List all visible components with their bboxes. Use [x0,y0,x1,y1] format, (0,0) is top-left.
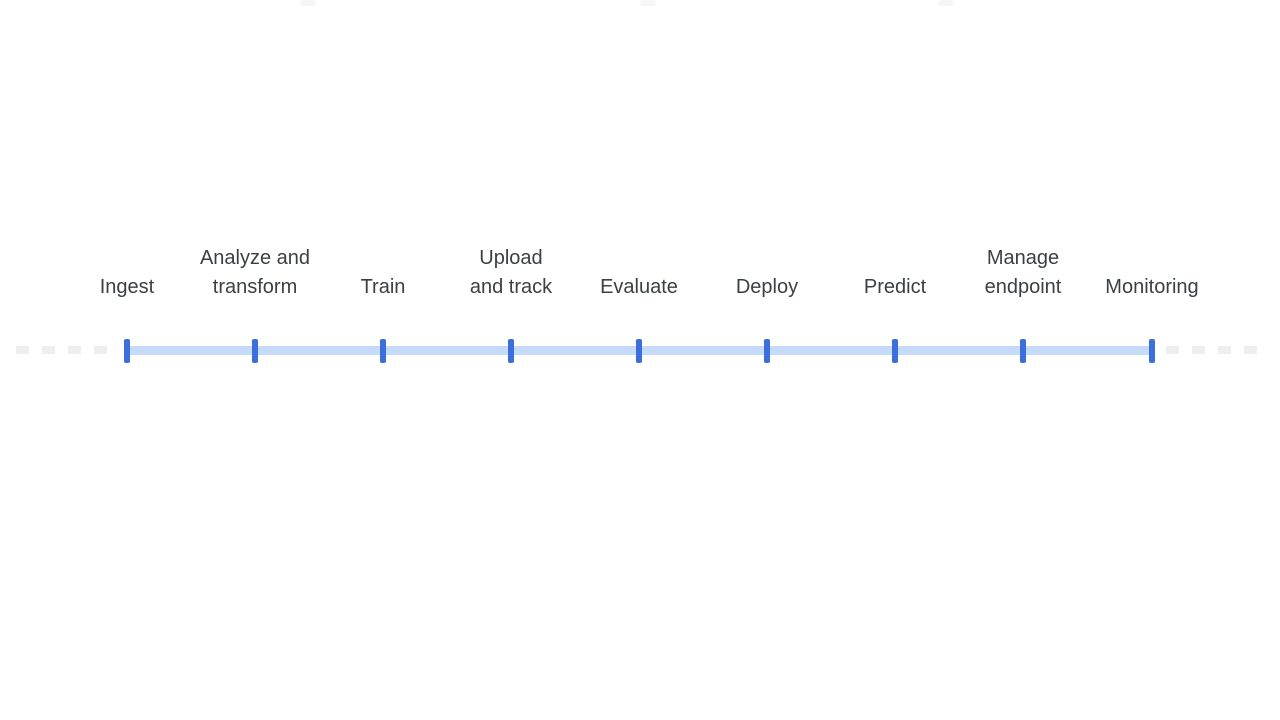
stage-deploy: Deploy [697,240,837,370]
stage-analyze-and-transform: Analyze and transform [185,240,325,370]
stage-tick-marker [636,339,642,363]
stage-manage-endpoint: Manage endpoint [953,240,1093,370]
timeline-track-fade-right [1166,346,1264,354]
timeline-track-fade-left [16,346,112,354]
stage-evaluate: Evaluate [569,240,709,370]
stage-label: Evaluate [600,276,678,298]
top-artifact [938,0,954,6]
stage-label: Monitoring [1105,276,1199,298]
stage-ingest: Ingest [57,240,197,370]
stage-label: Upload and track [469,247,553,298]
stage-label: Manage endpoint [984,247,1062,298]
stage-predict: Predict [825,240,965,370]
top-artifact [300,0,316,6]
stage-train: Train [313,240,453,370]
stage-tick-marker [1020,339,1026,363]
stage-label: Deploy [735,276,799,298]
stage-tick-marker [764,339,770,363]
stage-tick-marker [508,339,514,363]
stage-tick-marker [252,339,258,363]
stage-monitoring: Monitoring [1082,240,1222,370]
stage-upload-and-track: Upload and track [441,240,581,370]
stage-label: Predict [863,276,927,298]
stage-tick-marker [892,339,898,363]
stage-label: Train [360,276,406,298]
stage-tick-marker [380,339,386,363]
stage-label: Ingest [99,276,155,298]
top-artifact [640,0,656,6]
stage-tick-marker [1149,339,1155,363]
stage-tick-marker [124,339,130,363]
stage-label: Analyze and transform [199,247,311,298]
